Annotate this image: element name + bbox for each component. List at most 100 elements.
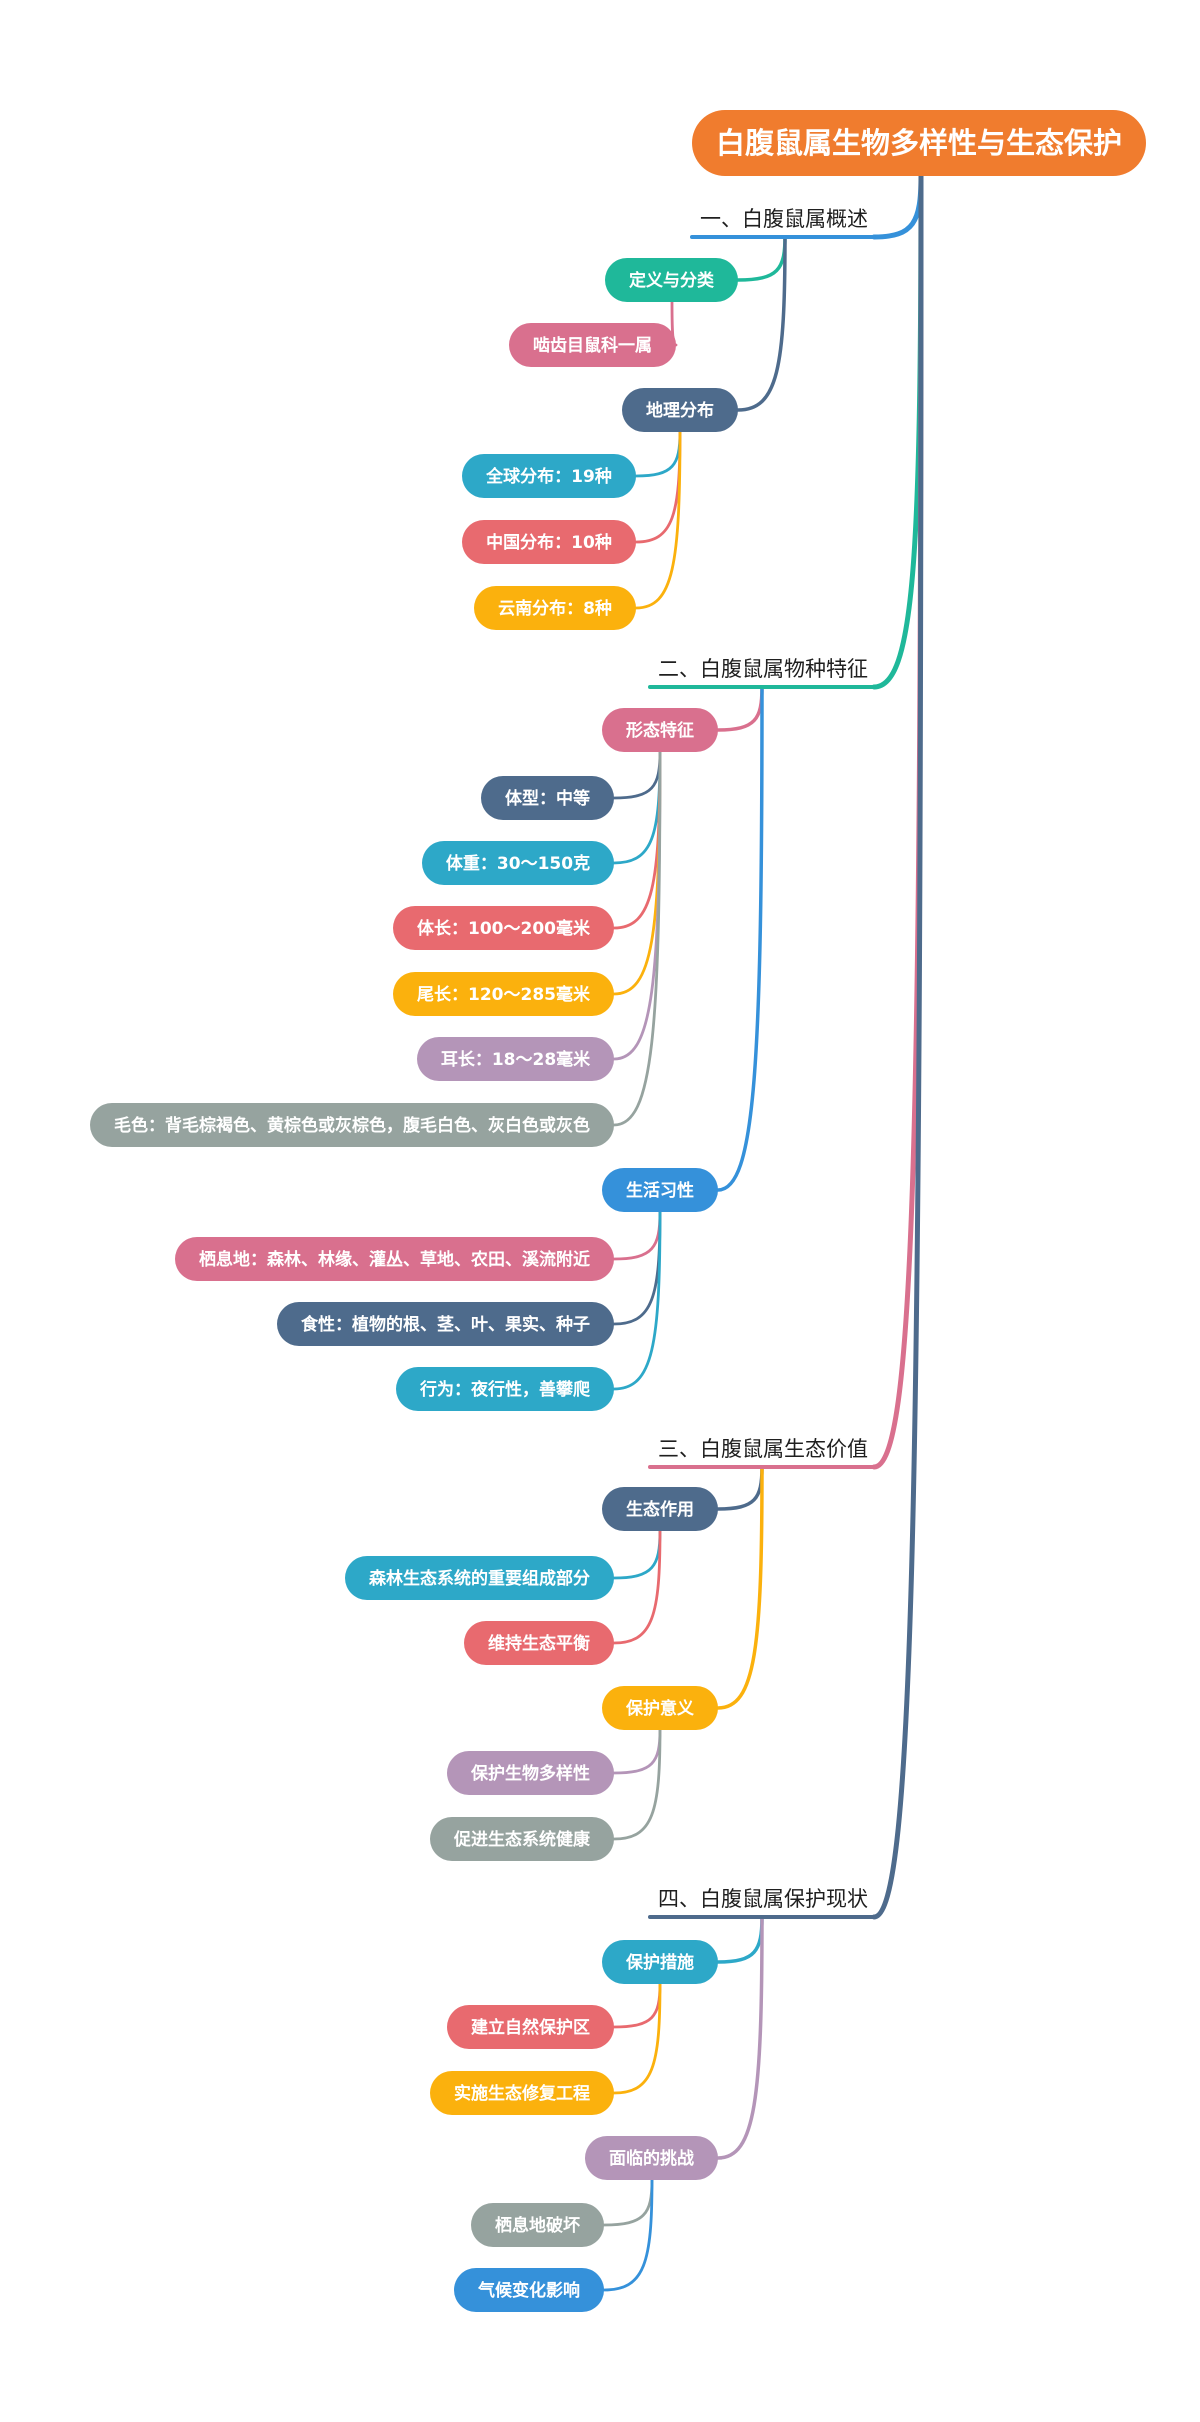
leaf-node-1-2-2[interactable]: 中国分布：10种 [462, 520, 636, 564]
group-node-2-2-bg [602, 1168, 718, 1212]
leaf-node-2-1-6-bg [90, 1103, 614, 1147]
leaf-node-4-2-1[interactable]: 栖息地破坏 [471, 2203, 604, 2247]
leaf-node-4-2-2-bg [454, 2268, 604, 2312]
leaf-connector [634, 430, 682, 478]
leaf-node-4-2-2-label: 气候变化影响 [477, 2280, 580, 2301]
group-node-3-2-label: 保护意义 [625, 1698, 694, 1719]
leaf-node-2-1-3[interactable]: 体长：100～200毫米 [393, 906, 614, 950]
section-title: 四、白腹鼠属保护现状 [658, 1887, 868, 1911]
section-title: 二、白腹鼠属物种特征 [658, 657, 868, 681]
group-node-3-1[interactable]: 生态作用 [602, 1487, 718, 1531]
leaf-node-3-1-1-bg [345, 1556, 614, 1600]
leaf-connector [612, 1210, 662, 1261]
leaf-node-3-1-2[interactable]: 维持生态平衡 [464, 1621, 614, 1665]
leaf-node-2-1-1-label: 体型：中等 [505, 788, 590, 809]
leaf-node-2-2-3[interactable]: 行为：夜行性，善攀爬 [396, 1367, 614, 1411]
leaf-node-3-1-1-label: 森林生态系统的重要组成部分 [369, 1568, 590, 1589]
group-node-4-2-label: 面临的挑战 [609, 2148, 694, 2169]
root-node[interactable]: 白腹鼠属生物多样性与生态保护 [692, 110, 1146, 176]
leaf-node-4-1-1-label: 建立自然保护区 [471, 2017, 590, 2038]
group-connector [736, 235, 787, 412]
leaf-node-4-1-1-bg [447, 2005, 614, 2049]
leaf-node-1-1-1-label: 啮齿目鼠科一属 [533, 335, 652, 356]
mind-map-nodes: 白腹鼠属生物多样性与生态保护 一、白腹鼠属概述定义与分类啮齿目鼠科一属地理分布全… [90, 110, 1146, 2312]
leaf-node-1-2-3-bg [474, 586, 636, 630]
leaf-node-1-2-1[interactable]: 全球分布：19种 [462, 454, 636, 498]
trunk-branch-3 [871, 173, 924, 1470]
leaf-node-1-2-1-bg [462, 454, 636, 498]
section-1[interactable]: 一、白腹鼠属概述 [690, 207, 876, 239]
leaf-node-4-1-2[interactable]: 实施生态修复工程 [430, 2071, 614, 2115]
leaf-node-2-1-5-label: 耳长：18～28毫米 [441, 1049, 591, 1070]
group-connector [716, 1915, 764, 1964]
leaf-connector [602, 2178, 654, 2292]
leaf-node-4-1-2-bg [430, 2071, 614, 2115]
group-node-2-2[interactable]: 生活习性 [602, 1168, 718, 1212]
leaf-node-2-2-2-label: 食性：植物的根、茎、叶、果实、种子 [301, 1314, 590, 1335]
leaf-node-2-1-1[interactable]: 体型：中等 [481, 776, 614, 820]
group-node-2-1-label: 形态特征 [626, 720, 694, 741]
leaf-node-2-1-6[interactable]: 毛色：背毛棕褐色、黄棕色或灰棕色，腹毛白色、灰白色或灰色 [90, 1103, 614, 1147]
leaf-node-4-2-1-label: 栖息地破坏 [495, 2215, 580, 2236]
leaf-connector [612, 1210, 662, 1326]
leaf-node-4-2-1-bg [471, 2203, 604, 2247]
section-2[interactable]: 二、白腹鼠属物种特征 [648, 657, 876, 689]
group-connector [716, 1915, 764, 2160]
group-connector [736, 235, 787, 282]
leaf-node-3-2-2[interactable]: 促进生态系统健康 [430, 1817, 614, 1861]
group-node-4-2[interactable]: 面临的挑战 [585, 2136, 718, 2180]
leaf-node-2-2-1[interactable]: 栖息地：森林、林缘、灌丛、草地、农田、溪流附近 [175, 1237, 614, 1281]
group-node-1-1-bg [605, 258, 738, 302]
leaf-node-1-2-3[interactable]: 云南分布：8种 [474, 586, 636, 630]
group-connector [716, 685, 764, 1192]
leaf-node-1-1-1[interactable]: 啮齿目鼠科一属 [509, 323, 676, 367]
leaf-node-3-2-1-label: 保护生物多样性 [470, 1763, 590, 1784]
leaf-node-3-2-1-bg [447, 1751, 614, 1795]
root-title: 白腹鼠属生物多样性与生态保护 [716, 126, 1122, 160]
group-node-1-1[interactable]: 定义与分类 [605, 258, 738, 302]
group-node-3-1-label: 生态作用 [626, 1499, 694, 1520]
group-node-1-1-label: 定义与分类 [629, 270, 715, 291]
leaf-node-4-1-1[interactable]: 建立自然保护区 [447, 2005, 614, 2049]
leaf-node-2-1-2[interactable]: 体重：30～150克 [422, 841, 614, 885]
leaf-node-3-2-2-label: 促进生态系统健康 [453, 1829, 591, 1850]
leaf-node-2-2-1-label: 栖息地：森林、林缘、灌丛、草地、农田、溪流附近 [199, 1249, 590, 1270]
leaf-node-2-2-2-bg [277, 1302, 614, 1346]
leaf-node-4-2-2[interactable]: 气候变化影响 [454, 2268, 604, 2312]
group-connector [716, 685, 764, 732]
leaf-node-2-2-3-bg [396, 1367, 614, 1411]
leaf-connector [634, 430, 682, 544]
leaf-node-1-2-1-label: 全球分布：19种 [485, 466, 612, 487]
leaf-node-2-2-1-bg [175, 1237, 614, 1281]
connector-lines [602, 173, 924, 2292]
group-node-4-1[interactable]: 保护措施 [602, 1940, 718, 1984]
leaf-node-3-1-1[interactable]: 森林生态系统的重要组成部分 [345, 1556, 614, 1600]
group-node-1-2[interactable]: 地理分布 [622, 388, 738, 432]
leaf-node-3-2-1[interactable]: 保护生物多样性 [447, 1751, 614, 1795]
leaf-node-4-1-2-label: 实施生态修复工程 [454, 2083, 590, 2104]
leaf-connector [602, 2178, 654, 2227]
leaf-connector [634, 430, 682, 610]
leaf-node-2-1-5[interactable]: 耳长：18～28毫米 [417, 1037, 614, 1081]
leaf-node-2-2-2[interactable]: 食性：植物的根、茎、叶、果实、种子 [277, 1302, 614, 1346]
leaf-connector [612, 1529, 662, 1645]
group-node-1-2-label: 地理分布 [646, 400, 714, 421]
leaf-node-2-1-4[interactable]: 尾长：120～285毫米 [393, 972, 614, 1016]
group-connector [716, 1465, 764, 1710]
group-node-4-1-bg [602, 1940, 718, 1984]
leaf-node-2-1-5-bg [417, 1037, 614, 1081]
leaf-node-2-1-6-label: 毛色：背毛棕褐色、黄棕色或灰棕色，腹毛白色、灰白色或灰色 [114, 1115, 590, 1136]
section-4[interactable]: 四、白腹鼠属保护现状 [648, 1887, 876, 1919]
leaf-node-2-1-1-bg [481, 776, 614, 820]
leaf-node-3-2-2-bg [430, 1817, 614, 1861]
group-node-3-2[interactable]: 保护意义 [602, 1686, 718, 1730]
section-title: 一、白腹鼠属概述 [700, 207, 868, 231]
leaf-connector [612, 750, 662, 1127]
group-node-2-1[interactable]: 形态特征 [602, 708, 718, 752]
section-3[interactable]: 三、白腹鼠属生态价值 [648, 1437, 876, 1469]
leaf-connector [612, 750, 662, 865]
leaf-node-2-1-4-bg [393, 972, 614, 1016]
trunk-branch-2 [871, 173, 924, 690]
group-node-1-2-bg [622, 388, 738, 432]
